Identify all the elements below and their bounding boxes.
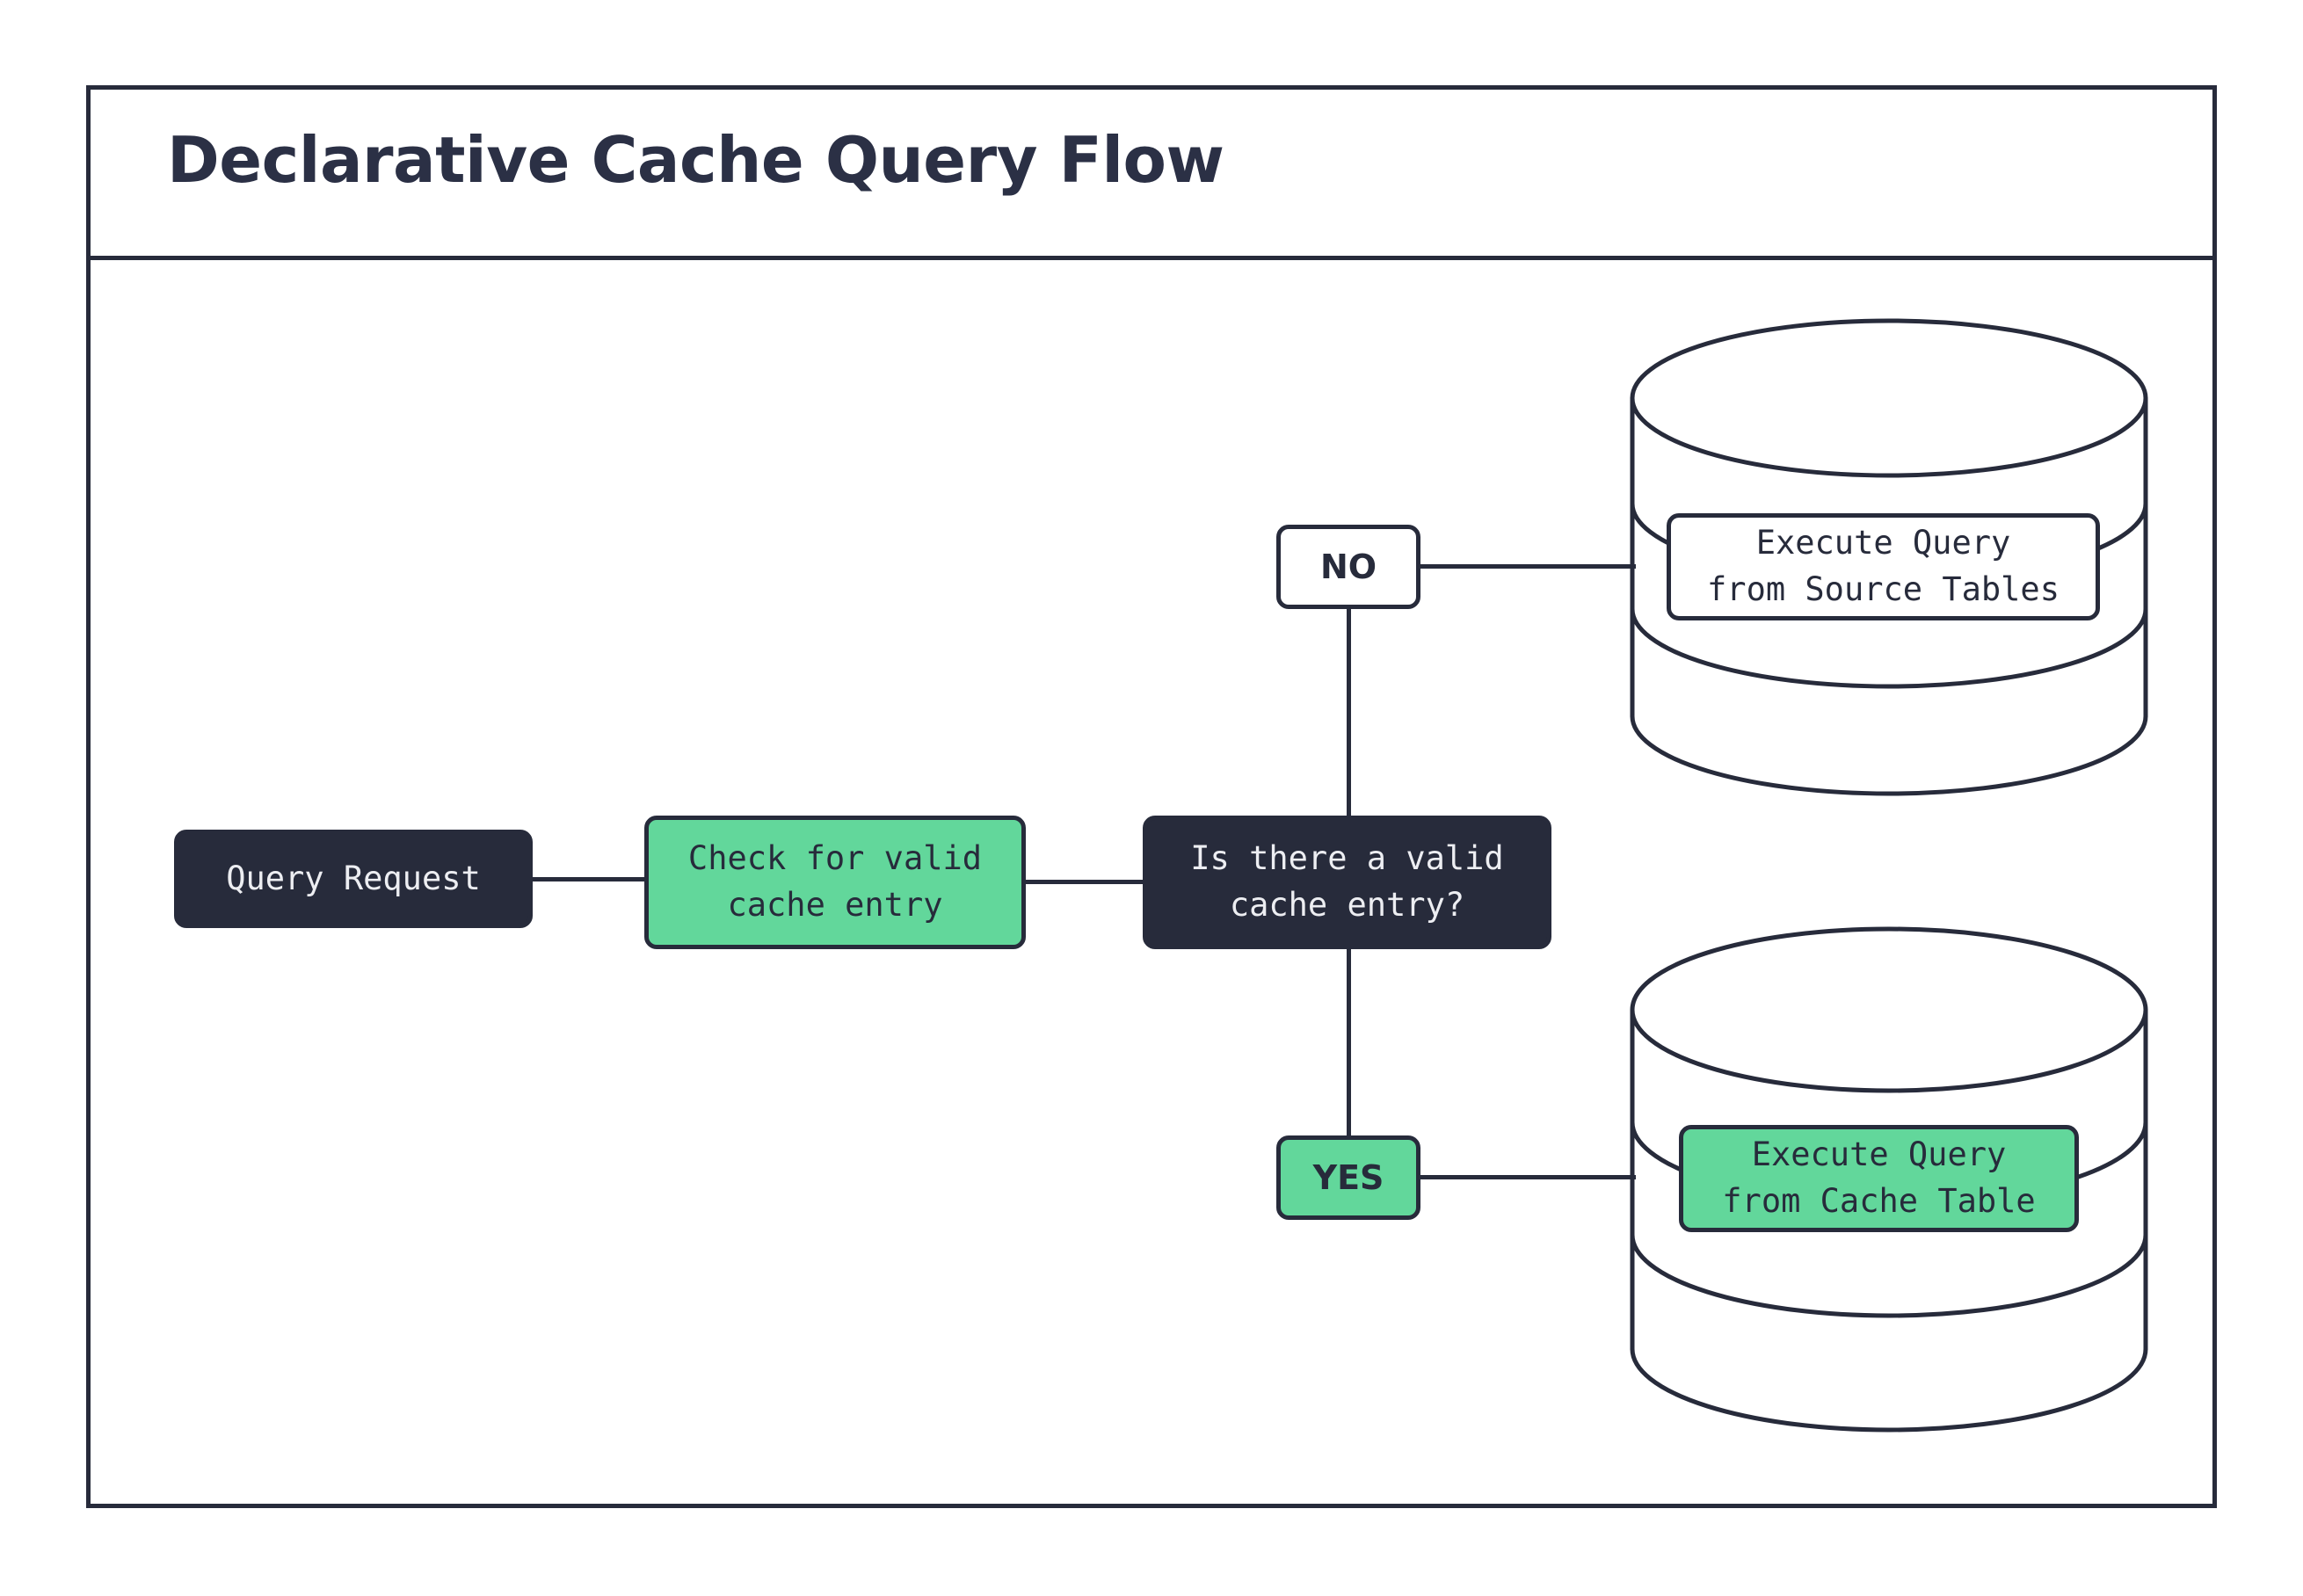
node-is-there-a-valid-cache-entry[interactable]: Is there a valid cache entry? <box>1143 816 1551 949</box>
branch-label-yes[interactable]: YES <box>1276 1135 1420 1220</box>
edge-decision-to-no <box>1347 606 1351 817</box>
edge-decision-to-yes <box>1347 947 1351 1137</box>
edge-yes-to-cache-database <box>1417 1175 1636 1179</box>
node-check-for-valid-cache-entry[interactable]: Check for valid cache entry <box>644 816 1026 949</box>
node-query-request[interactable]: Query Request <box>174 830 533 928</box>
edge-check-cache-to-decision <box>1022 880 1146 884</box>
edge-query-request-to-check-cache <box>531 877 648 881</box>
node-execute-query-from-cache-table[interactable]: Execute Query from Cache Table <box>1679 1125 2079 1232</box>
diagram-header <box>86 85 2217 260</box>
page-title: Declarative Cache Query Flow <box>167 123 1224 197</box>
branch-label-no[interactable]: NO <box>1276 525 1420 609</box>
edge-no-to-source-database <box>1417 564 1636 569</box>
node-execute-query-from-source-tables[interactable]: Execute Query from Source Tables <box>1667 513 2100 620</box>
